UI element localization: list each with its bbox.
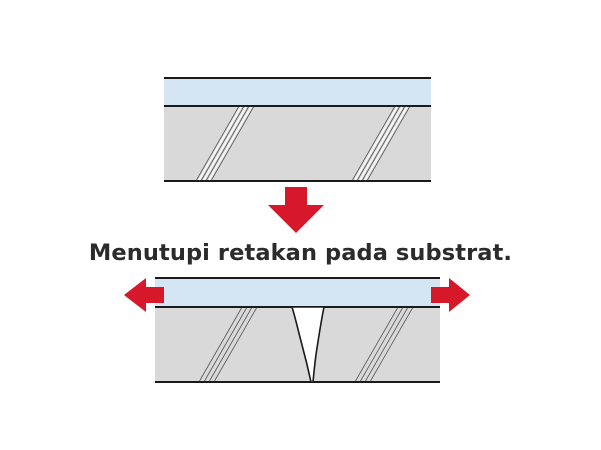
intact-hatch-left-lines [196, 106, 254, 181]
red-right-arrow-icon [431, 278, 470, 312]
red-down-arrow-icon [268, 187, 324, 233]
intact-section [164, 77, 431, 182]
cracked-section [155, 277, 440, 383]
intact-hatch-left [198, 106, 252, 181]
cracked-hatch-left-lines [199, 307, 257, 382]
intact-coating-layer [164, 78, 431, 106]
cracked-hatch-right-lines [355, 307, 413, 382]
intact-hatch-right-lines [352, 106, 410, 181]
substrate-crack-icon [291, 306, 325, 383]
intact-hatch-right [354, 106, 408, 181]
stretched-coating-layer [155, 278, 440, 307]
red-left-arrow-icon [124, 278, 164, 312]
caption-text: Menutupi retakan pada substrat. [88, 240, 513, 266]
